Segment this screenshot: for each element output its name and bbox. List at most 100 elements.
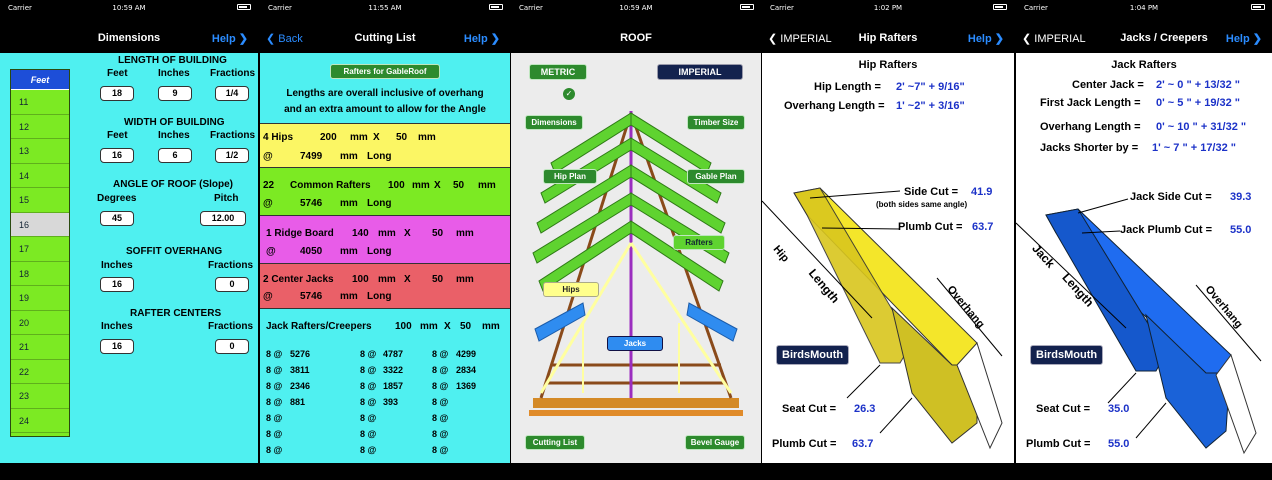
jacks-button[interactable]: Jacks — [607, 336, 663, 351]
angle-title: ANGLE OF ROOF (Slope) — [113, 179, 233, 190]
nav-bar: Dimensions Help ❯ — [0, 28, 258, 50]
ridge-at: @ — [266, 246, 276, 257]
imperial-back-button[interactable]: ❮ IMPERIAL — [1022, 32, 1086, 45]
jacks-shorter-value: 1' ~ 7 " + 17/32 " — [1152, 142, 1236, 154]
imperial-button[interactable]: IMPERIAL — [657, 64, 743, 80]
centers-inches-input[interactable]: 16 — [100, 339, 134, 354]
hip-plan-button[interactable]: Hip Plan — [543, 169, 597, 184]
jack-length-cell: 393 — [383, 397, 399, 407]
feet-picker-item[interactable]: 14 — [11, 164, 69, 188]
jack-qty-cell: 8 @ — [266, 365, 283, 375]
centers-title: RAFTER CENTERS — [130, 308, 222, 319]
status-time: 10:59 AM — [112, 4, 146, 12]
help-button[interactable]: Help ❯ — [212, 32, 248, 45]
feet-picker-item[interactable]: 11 — [11, 90, 69, 115]
feet-picker-item[interactable]: 21 — [11, 335, 69, 360]
hip-length-value: 2' ~7" + 9/16" — [896, 81, 965, 93]
jack-height: 50 — [460, 321, 472, 332]
soffit-fractions-input[interactable]: 0 — [215, 277, 249, 292]
cjack-mm1: mm — [378, 274, 396, 285]
note-line-1: Lengths are overall inclusive of overhan… — [286, 88, 484, 99]
length-inches-input[interactable]: 9 — [158, 86, 192, 101]
feet-picker-item[interactable]: 23 — [11, 384, 69, 409]
hip-seat-cut-value: 26.3 — [854, 403, 876, 415]
help-label: Help — [211, 33, 236, 45]
pitch-input[interactable]: 12.00 — [200, 211, 246, 226]
width-fractions-input[interactable]: 1/2 — [215, 148, 249, 163]
width-feet-input[interactable]: 16 — [100, 148, 134, 163]
feet-picker-item[interactable]: 19 — [11, 286, 69, 311]
common-x: X — [434, 180, 441, 191]
feet-picker-item[interactable]: 24 — [11, 409, 69, 433]
nav-title: Dimensions — [97, 32, 161, 44]
hips-row: 4 Hips 200 mm X 50 mm @ 7499 mm Long — [260, 123, 510, 168]
common-mm3: mm — [340, 198, 358, 209]
timber-size-button[interactable]: Timber Size — [687, 115, 745, 130]
length-fractions-label: Fractions — [210, 68, 256, 79]
jack-mm2: mm — [482, 321, 500, 332]
note-line-2: and an extra amount to allow for the Ang… — [284, 104, 486, 115]
degrees-label: Degrees — [97, 193, 137, 204]
status-time: 1:02 PM — [873, 4, 903, 12]
metric-button[interactable]: METRIC — [529, 64, 587, 80]
metric-selected-check-icon: ✓ — [563, 88, 575, 100]
status-bar: Carrier 10:59 AM — [0, 0, 258, 14]
ridge-length: 4050 — [300, 246, 323, 257]
hip-plumb-top-label: Plumb Cut = — [898, 221, 963, 233]
plumb-cut-top-leader — [821, 227, 901, 230]
jack-qty-cell: 8 @ — [266, 429, 283, 439]
cutting-list-content: Rafters for GableRoof Lengths are overal… — [260, 53, 510, 463]
feet-picker-item[interactable]: 15 — [11, 188, 69, 213]
gable-plan-button[interactable]: Gable Plan — [687, 169, 745, 184]
cjack-mm2: mm — [456, 274, 474, 285]
feet-picker-item[interactable]: 20 — [11, 311, 69, 335]
feet-picker-item[interactable]: 18 — [11, 262, 69, 286]
length-feet-input[interactable]: 18 — [100, 86, 134, 101]
feet-picker-item[interactable]: 17 — [11, 237, 69, 262]
feet-picker-item[interactable]: 13 — [11, 139, 69, 164]
jack-qty-cell: 8 @ — [432, 429, 449, 439]
degrees-input[interactable]: 45 — [100, 211, 134, 226]
length-fractions-input[interactable]: 1/4 — [215, 86, 249, 101]
rafters-gable-roof-button[interactable]: Rafters for GableRoof — [330, 64, 440, 79]
feet-picker-item[interactable]: 16 — [11, 212, 69, 237]
cjack-x: X — [404, 274, 411, 285]
help-button[interactable]: Help ❯ — [1226, 32, 1262, 45]
common-long: Long — [367, 198, 392, 209]
common-length: 5746 — [300, 198, 323, 209]
width-inches-input[interactable]: 6 — [158, 148, 192, 163]
cjack-mm3: mm — [340, 291, 358, 302]
carrier-label: Carrier — [770, 4, 794, 12]
centers-fractions-input[interactable]: 0 — [215, 339, 249, 354]
hips-button[interactable]: Hips — [543, 282, 599, 297]
rafters-button[interactable]: Rafters — [673, 235, 725, 250]
jack-length-cell: 2834 — [456, 365, 477, 375]
common-mm1: mm — [412, 180, 430, 191]
cutting-list-button[interactable]: Cutting List — [525, 435, 585, 450]
jack-length-cell: 3811 — [290, 365, 310, 375]
soffit-fractions-label: Fractions — [208, 260, 254, 271]
imperial-back-button[interactable]: ❮ IMPERIAL — [768, 32, 832, 45]
jack-length-dimension-line — [1016, 222, 1127, 329]
bevel-gauge-button[interactable]: Bevel Gauge — [685, 435, 745, 450]
back-button[interactable]: ❮ Back — [266, 32, 303, 45]
jack-qty-cell: 8 @ — [266, 445, 283, 455]
hips-width: 200 — [320, 132, 337, 143]
carrier-label: Carrier — [519, 4, 543, 12]
panel-cutting-list: Carrier 11:55 AM ❮ Back Cutting List Hel… — [260, 0, 510, 480]
jack-qty-cell: 8 @ — [432, 397, 449, 407]
ridge-board-row: 1 Ridge Board 140 mm X 50 mm @ 4050 mm L… — [260, 216, 510, 264]
birdsmouth-badge: BirdsMouth — [1030, 345, 1104, 365]
jack-qty-cell: 8 @ — [360, 349, 377, 359]
help-button[interactable]: Help ❯ — [968, 32, 1004, 45]
feet-picker-item[interactable]: 12 — [11, 115, 69, 139]
help-button[interactable]: Help ❯ — [464, 32, 500, 45]
feet-picker-item[interactable]: 22 — [11, 360, 69, 384]
chevron-left-icon: ❮ — [266, 33, 276, 45]
chevron-left-icon: ❮ — [1022, 33, 1032, 45]
dimensions-button[interactable]: Dimensions — [525, 115, 583, 130]
first-jack-value: 0' ~ 5 " + 19/32 " — [1156, 97, 1240, 109]
plumb-cut-leader — [879, 397, 913, 434]
soffit-inches-input[interactable]: 16 — [100, 277, 134, 292]
